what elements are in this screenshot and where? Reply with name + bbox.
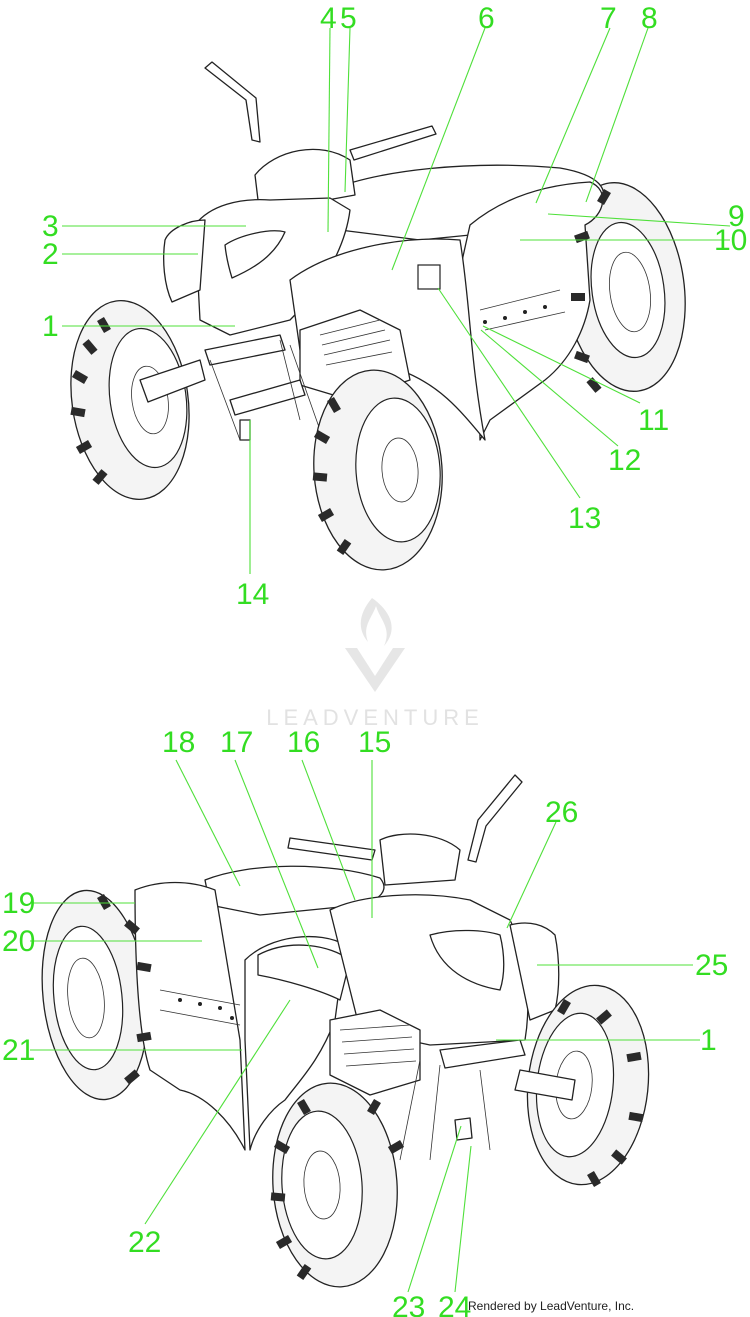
callout-number: 20: [2, 925, 35, 958]
callout-number: 13: [568, 502, 601, 535]
callout-number: 16: [287, 726, 320, 759]
callout-number: 15: [358, 726, 391, 759]
callout-number: 21: [2, 1034, 35, 1067]
callout-number: 2: [42, 238, 59, 271]
callout-number: 1: [42, 310, 59, 343]
lower-atv-drawing: [41, 774, 650, 1288]
callout-number: 23: [392, 1291, 425, 1317]
callout-number: 7: [600, 2, 617, 35]
callout-number: 4: [320, 2, 337, 35]
callout-number: 14: [236, 578, 269, 611]
callout-number: 17: [220, 726, 253, 759]
callout-number: 1: [700, 1024, 717, 1057]
render-credit: Rendered by LeadVenture, Inc.: [468, 1299, 634, 1313]
callout-number: 9: [728, 200, 745, 233]
upper-tread-marks: [70, 188, 611, 556]
callout-number: 11: [638, 404, 669, 437]
callout-number: 26: [545, 796, 578, 829]
callout-number: 24: [438, 1291, 471, 1317]
callout-number: 3: [42, 210, 59, 243]
callout-number: 19: [2, 887, 35, 920]
lower-view-callouts: 15 16 17 18 19 20 21 22 23 24 25 26 1: [2, 726, 728, 1317]
callout-number: 22: [128, 1226, 161, 1259]
watermark-text: LEADVENTURE: [266, 705, 484, 730]
callout-number: 5: [340, 2, 357, 35]
lower-tread-marks: [97, 893, 644, 1281]
callout-number: 8: [641, 2, 658, 35]
callout-number: 18: [162, 726, 195, 759]
upper-atv-drawing: [70, 61, 686, 571]
upper-view-callouts: 1 2 3 4 5 6 7 8 9 10 11 12 13 14: [42, 2, 747, 611]
callout-number: 6: [478, 2, 495, 35]
leadventure-watermark: LEADVENTURE: [266, 598, 484, 730]
callout-number: 25: [695, 949, 728, 982]
callout-number: 12: [608, 444, 641, 477]
callout-number: 10: [714, 224, 747, 257]
leader-lines: [30, 27, 731, 1293]
